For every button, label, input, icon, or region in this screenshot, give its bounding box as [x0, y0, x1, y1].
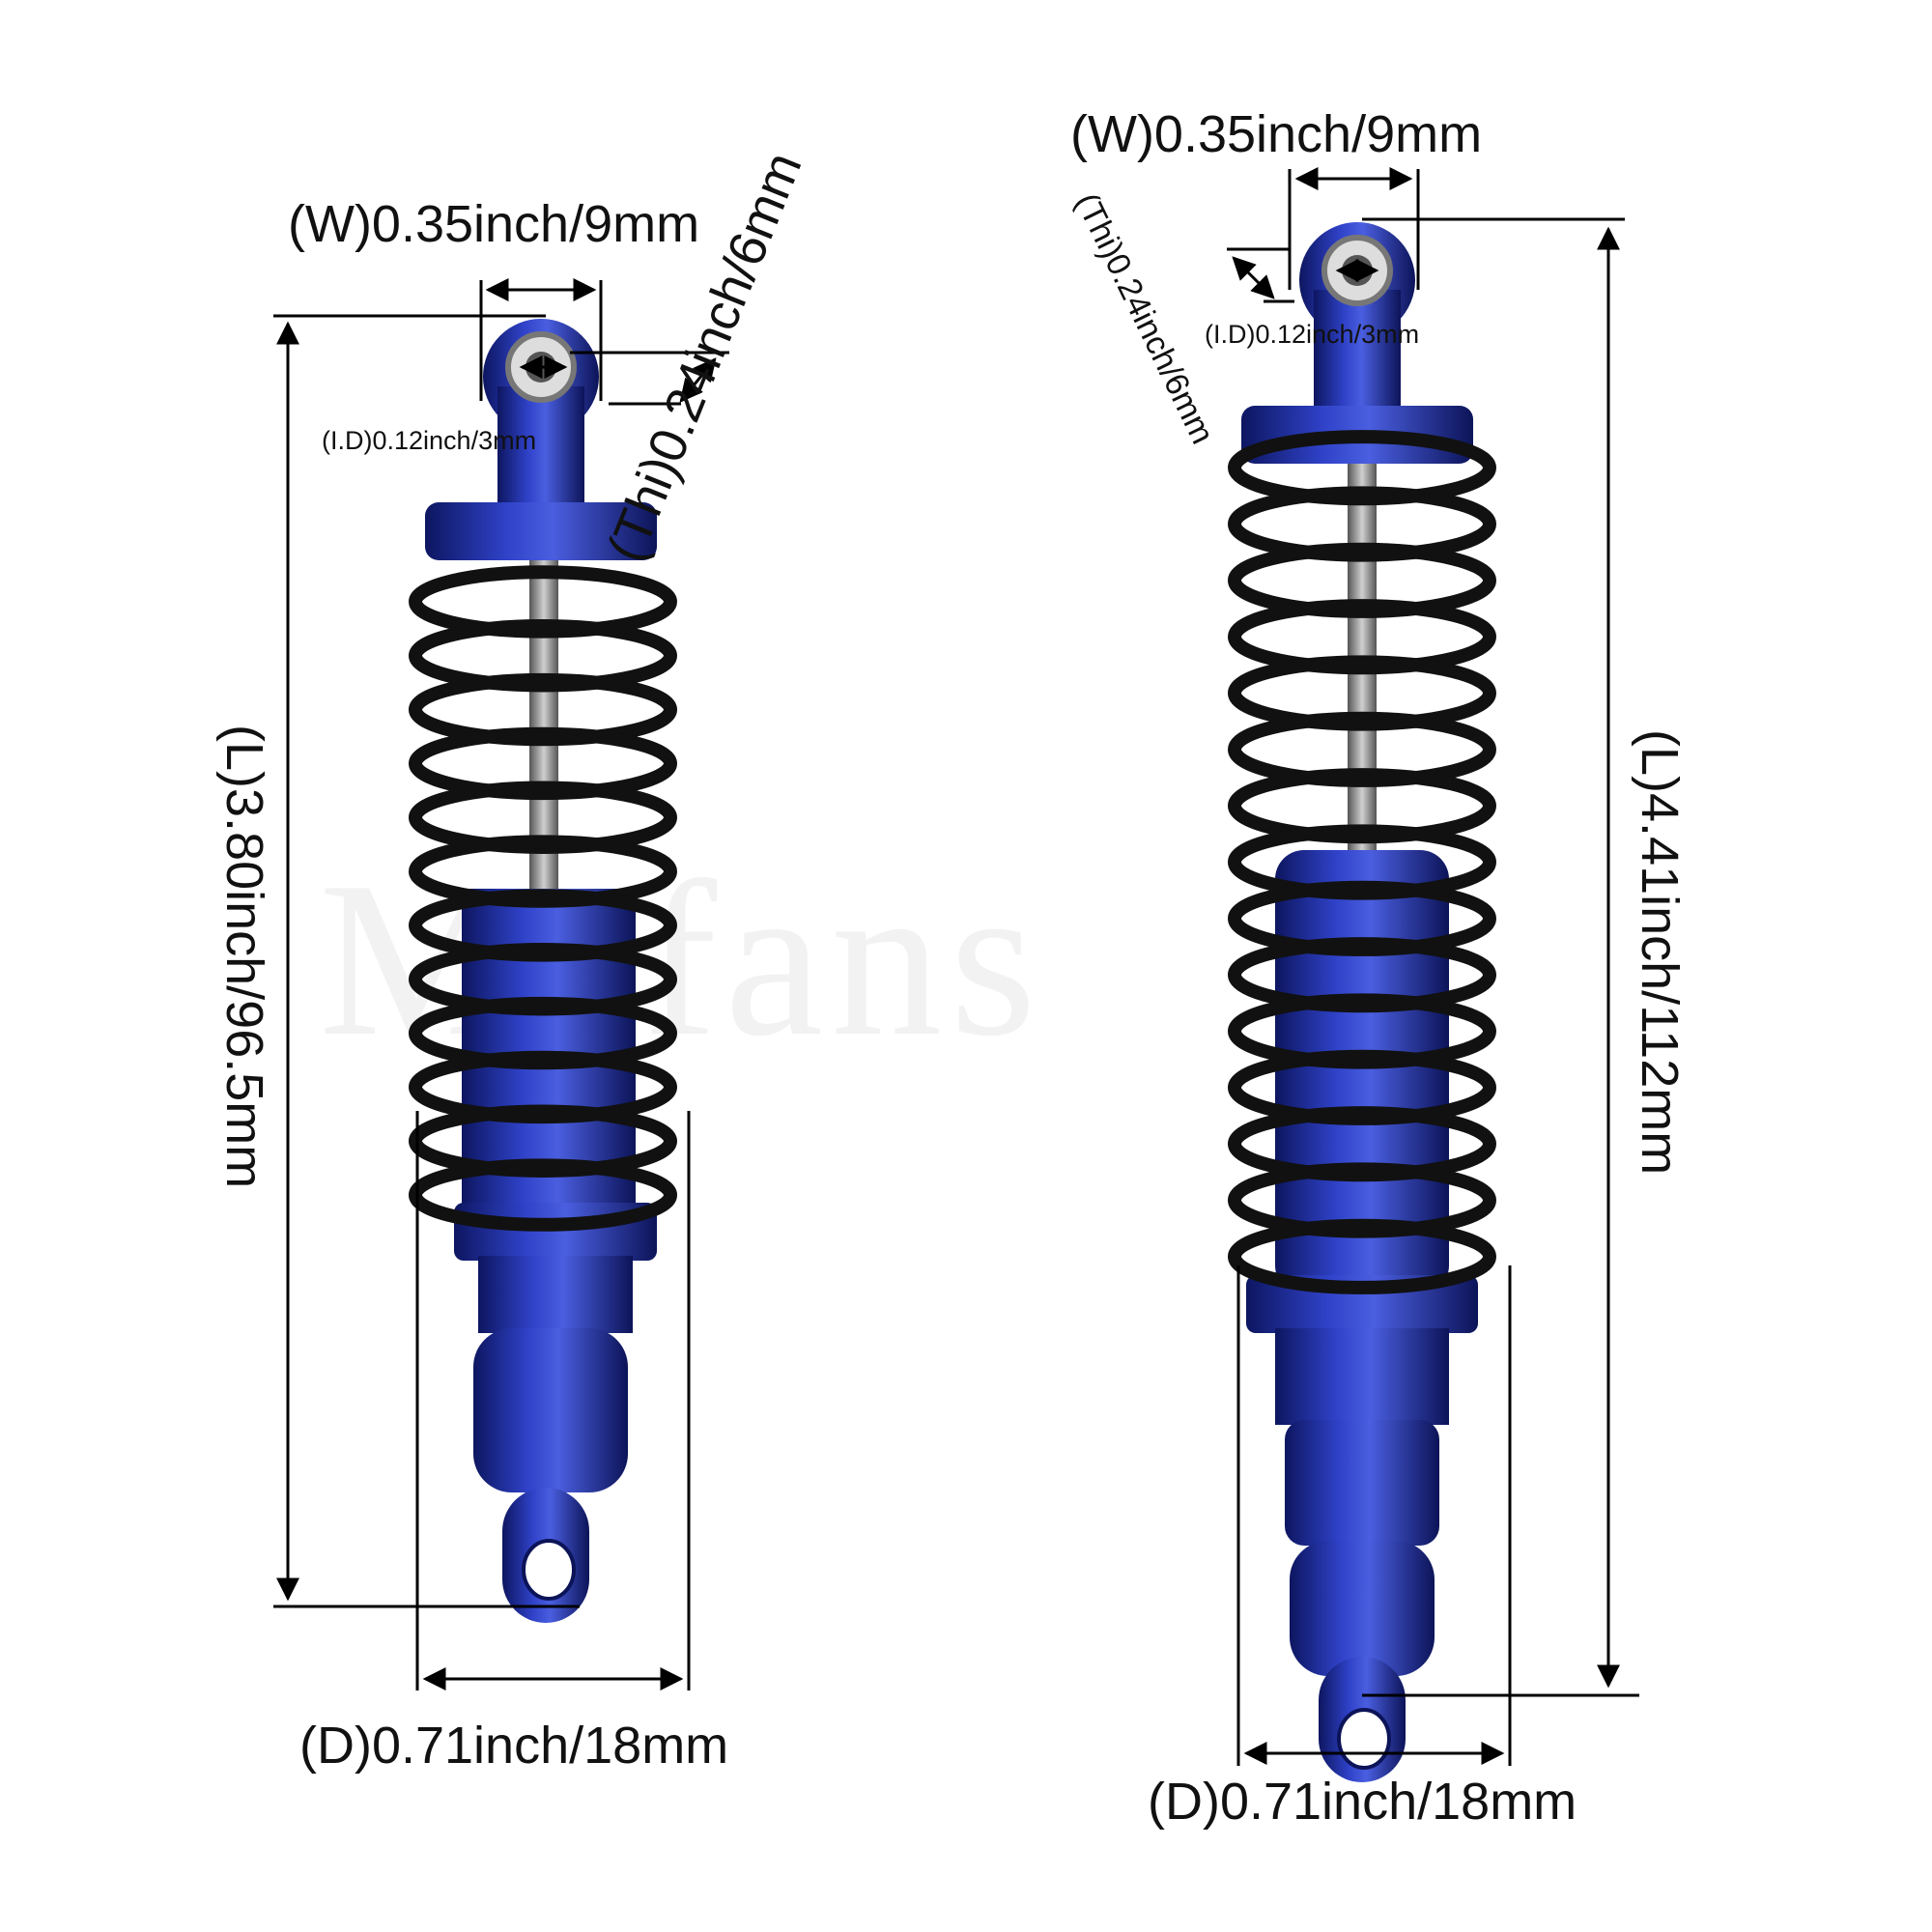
- right-body: [1275, 850, 1449, 1294]
- right-diameter-label: (D)0.71inch/18mm: [1148, 1773, 1577, 1831]
- spring-coil: [1228, 1218, 1496, 1294]
- right-width-label: (W)0.35inch/9mm: [1070, 105, 1483, 163]
- right-spring: [1228, 430, 1496, 1294]
- left-length-label: (L)3.80inch/96.5mm: [215, 724, 273, 1189]
- left-spring: [409, 565, 677, 1232]
- left-shock: [409, 319, 677, 1623]
- left-width-label: (W)0.35inch/9mm: [288, 195, 700, 253]
- spring-coil: [409, 1158, 677, 1232]
- left-diameter-label: (D)0.71inch/18mm: [299, 1717, 729, 1775]
- left-dimension-lines: [273, 278, 729, 1690]
- left-inner-diameter-label: (I.D)0.12inch/3mm: [322, 426, 537, 455]
- right-dimension-lines: [1227, 167, 1639, 1766]
- right-length-label: (L)4.41inch/112mm: [1631, 729, 1689, 1176]
- right-inner-diameter-label: (I.D)0.12inch/3mm: [1205, 320, 1420, 349]
- right-shock: [1228, 222, 1496, 1782]
